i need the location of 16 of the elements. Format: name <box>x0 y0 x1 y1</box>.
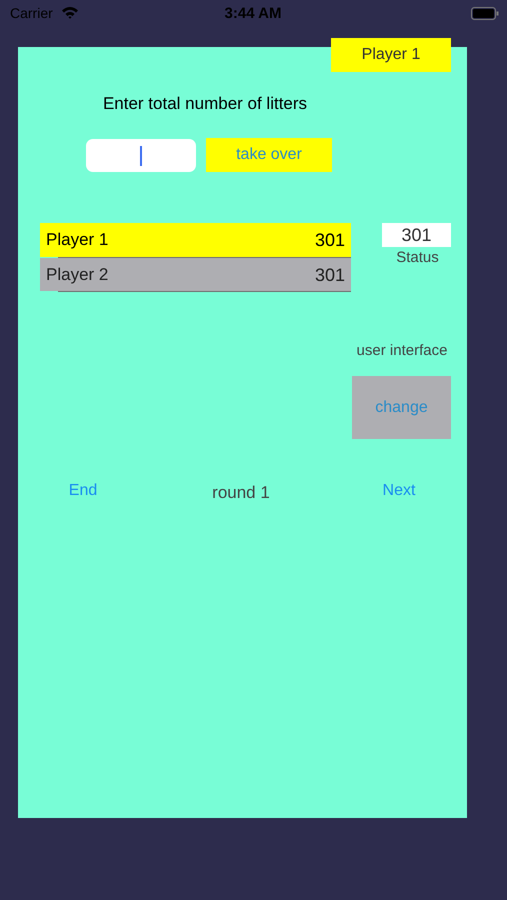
end-link: End <box>68 481 98 501</box>
player-name: Player 1 <box>46 229 110 252</box>
status-label: Status <box>395 249 440 267</box>
next-link: Next <box>382 481 416 501</box>
player-name: Player 2 <box>46 264 110 286</box>
prompt-text: Enter total number of litters <box>102 93 308 116</box>
take-over-button: take over <box>206 138 332 172</box>
section-label: user interface <box>356 340 448 361</box>
change-button: change <box>352 376 451 439</box>
status-value: 301 <box>382 223 451 247</box>
round-text: round 1 <box>211 482 271 504</box>
score-value: 301 <box>314 228 345 252</box>
score-value: 301 <box>314 264 345 287</box>
carrier-text: Carrier <box>10 5 54 23</box>
player-badge: Player 1 <box>331 38 451 72</box>
time-text: 3:44 AM <box>224 5 282 23</box>
